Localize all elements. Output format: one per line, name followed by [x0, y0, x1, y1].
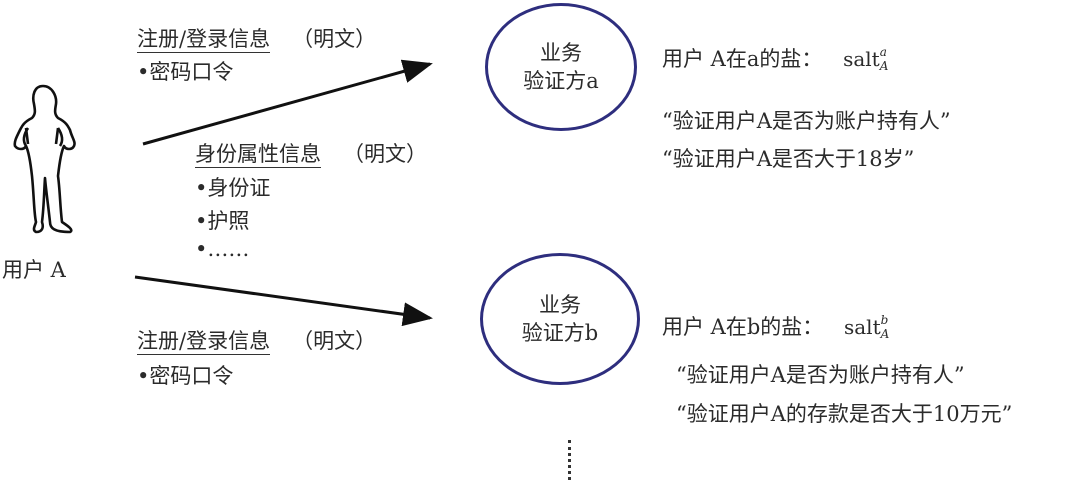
identity-title: 身份属性信息 — [195, 142, 321, 168]
verifier-b-line2: 验证方b — [521, 321, 599, 345]
bottom-registration-title: 注册/登录信息 — [137, 329, 271, 355]
salt-superscript: a — [879, 45, 887, 59]
top-registration-title: 注册/登录信息 — [137, 27, 271, 53]
verifier-a-salt-label: 用户 A在a的盐： — [662, 47, 823, 71]
identity-heading: 身份属性信息 （明文） — [195, 141, 427, 168]
arrow-to-verifier-b — [134, 275, 433, 327]
salt-subscript: A — [879, 59, 889, 73]
identity-note: （明文） — [343, 142, 427, 166]
arrow-to-verifier-a — [142, 59, 433, 146]
top-registration-item: •密码口令 — [137, 60, 234, 84]
user-label: 用户 A — [2, 258, 66, 282]
top-registration-note: （明文） — [292, 27, 377, 51]
verifier-b-claim-2: “验证用户A的存款是否大于10万元” — [676, 402, 1013, 426]
verifier-a-line2: 验证方a — [523, 69, 599, 93]
verifier-a-claim-2: “验证用户A是否大于18岁” — [662, 147, 915, 171]
person-silhouette-icon — [13, 84, 76, 234]
verifier-a-claim-1: “验证用户A是否为账户持有人” — [662, 109, 951, 133]
verifier-b-line1: 业务 — [539, 293, 581, 317]
identity-item-more: •…… — [195, 237, 250, 261]
verifier-a-line1: 业务 — [540, 41, 582, 65]
bottom-registration-item: •密码口令 — [137, 364, 234, 388]
verifier-a-node: 业务 验证方a — [485, 3, 637, 131]
verifier-b-node: 业务 验证方b — [480, 253, 640, 385]
continuation-ellipsis — [568, 440, 575, 480]
identity-item-id-card: •身份证 — [195, 176, 271, 200]
top-registration-heading: 注册/登录信息 （明文） — [137, 26, 377, 53]
salt-base: salt — [843, 315, 881, 339]
salt-superscript: b — [880, 313, 889, 327]
salt-base: salt — [843, 47, 880, 71]
bottom-registration-note: （明文） — [292, 329, 377, 353]
bottom-registration-heading: 注册/登录信息 （明文） — [137, 328, 377, 355]
verifier-b-claim-1: “验证用户A是否为账户持有人” — [676, 363, 965, 387]
verifier-b-salt-label: 用户 A在b的盐： — [662, 315, 824, 339]
identity-item-passport: •护照 — [195, 209, 250, 233]
salt-subscript: A — [880, 327, 890, 341]
